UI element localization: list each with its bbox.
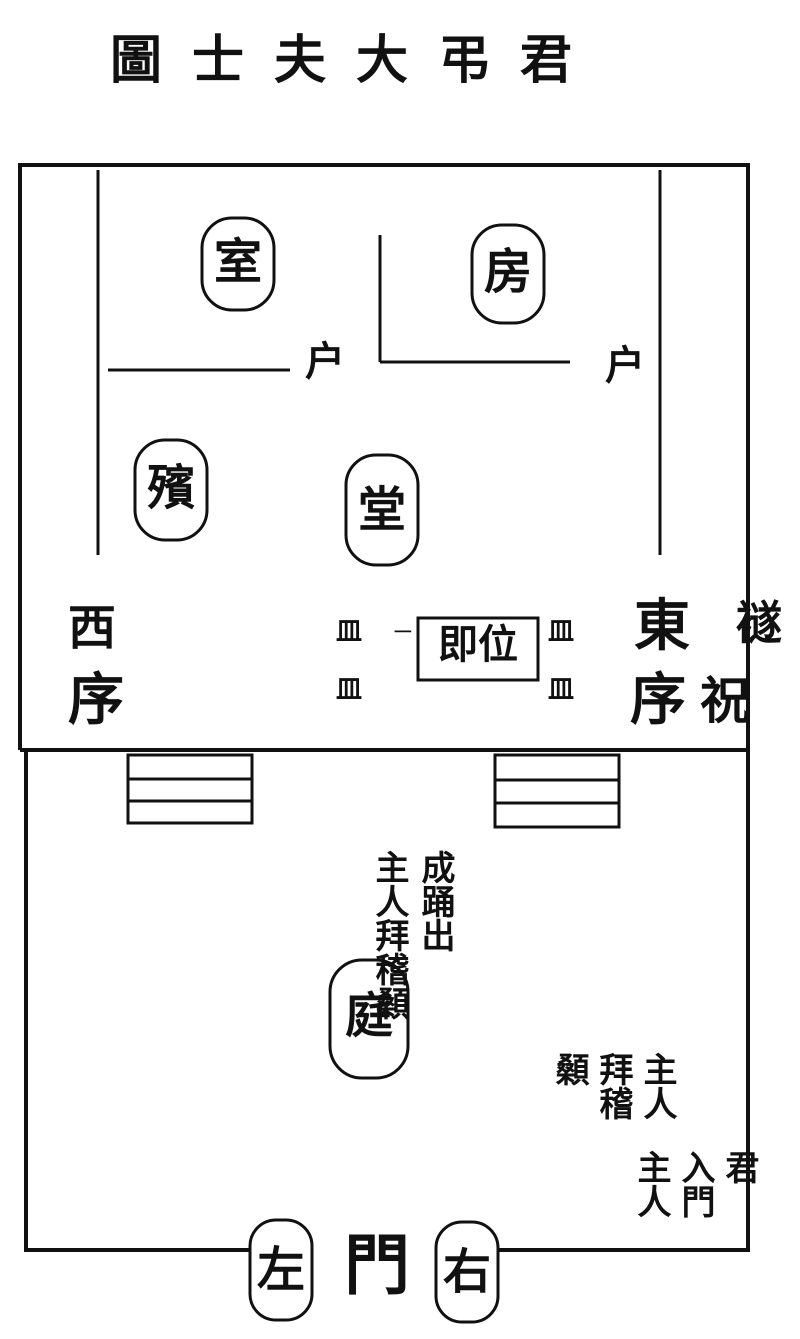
east-steps: [493, 753, 621, 829]
mark-3: 皿: [336, 675, 362, 705]
mark-1: 皿: [336, 617, 362, 647]
label-hu-left: 户: [305, 338, 345, 385]
label-ting: 庭: [345, 988, 394, 1044]
mark-5: 皿: [548, 675, 574, 705]
court-note-1: 主人: [637, 1052, 677, 1120]
shi-frame: [200, 216, 276, 312]
mark-2: ㄧ: [392, 621, 414, 646]
court-outline-right: [498, 750, 750, 1252]
tang-frame: [344, 453, 420, 567]
label-hu-right: 户: [605, 342, 645, 389]
gate-note-1: 君: [719, 1150, 759, 1184]
label-zhu: 祝: [700, 671, 750, 730]
label-gate-right: 右: [443, 1244, 492, 1300]
mark-4: 皿: [548, 617, 574, 647]
court-outline: [24, 750, 250, 1252]
label-gate-mid: 門: [344, 1226, 410, 1304]
fang-frame: [470, 223, 546, 325]
annotation-col-2: 主人拜稽顙: [369, 850, 409, 1020]
page-title: 圖士夫大弔君: [110, 30, 603, 91]
gate-note-2: 入門: [675, 1150, 715, 1218]
label-east-extra: 襚: [736, 596, 782, 650]
court-note-3: 顙: [549, 1052, 589, 1086]
label-east-xu-2: 序: [630, 667, 686, 733]
gate-right-frame: [434, 1220, 500, 1324]
west-steps: [126, 753, 254, 825]
label-bin: 殯: [147, 460, 196, 516]
upper-hall-outline: [18, 163, 750, 752]
center-box-frame: [416, 616, 540, 682]
label-west-xu-1: 西: [68, 600, 117, 656]
court-note-2: 拜稽: [593, 1052, 633, 1120]
label-east-xu-1: 東: [634, 593, 690, 659]
annotation-col-1: 成踊出: [415, 850, 455, 952]
gate-note-3: 主人: [631, 1150, 671, 1218]
label-fang: 房: [484, 244, 533, 300]
bin-frame: [133, 438, 209, 542]
label-shi: 室: [214, 234, 263, 290]
gate-left-frame: [248, 1218, 314, 1322]
label-west-xu-2: 序: [68, 667, 124, 733]
label-center-box: 即位: [438, 621, 518, 668]
label-tang: 堂: [358, 482, 407, 538]
label-gate-left: 左: [257, 1242, 306, 1298]
ting-frame: [328, 958, 410, 1080]
